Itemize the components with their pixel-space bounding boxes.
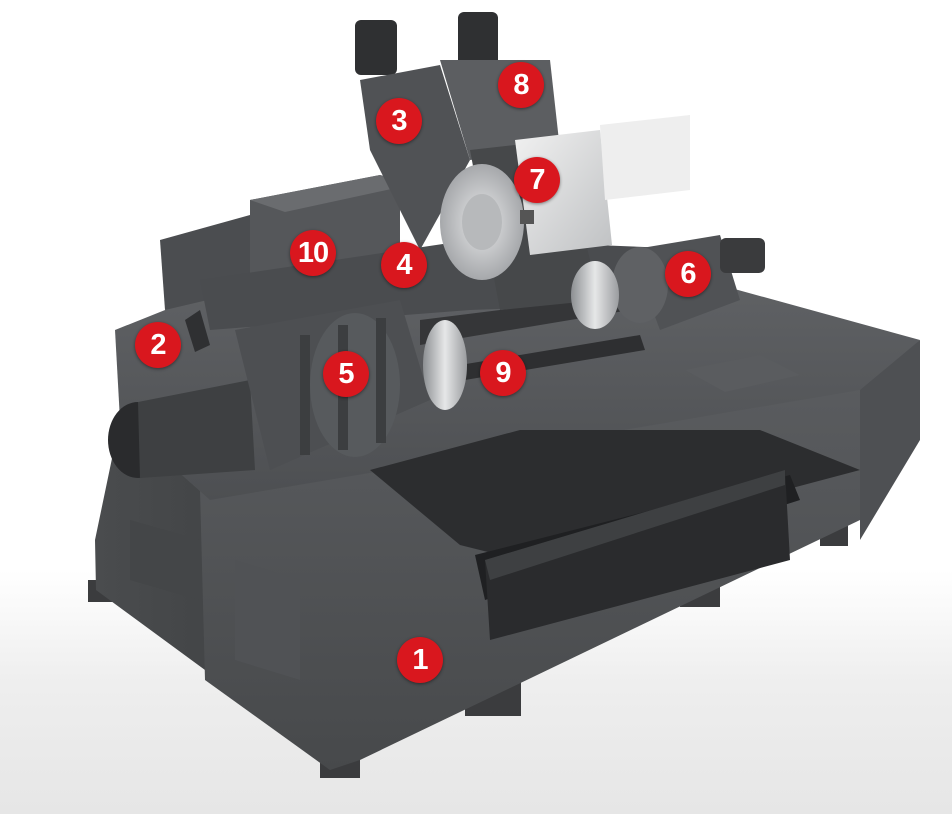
callout-5: 5 <box>323 351 369 397</box>
motor <box>458 12 498 67</box>
callout-4: 4 <box>381 242 427 288</box>
spindle-tube <box>138 380 255 478</box>
base-pad <box>685 355 800 392</box>
motor <box>355 20 397 75</box>
headstock-rib <box>376 318 386 443</box>
callout-8: 8 <box>498 62 544 108</box>
turret-disc-center <box>462 194 502 250</box>
sub-spindle-face <box>612 247 668 323</box>
callout-3: 3 <box>376 98 422 144</box>
callout-6: 6 <box>665 251 711 297</box>
callout-9: 9 <box>480 350 526 396</box>
callout-1: 1 <box>397 637 443 683</box>
callout-10: 10 <box>290 230 336 276</box>
base-front-window-edge <box>485 470 785 580</box>
chip-tray-opening <box>370 430 860 560</box>
rear-column-top <box>250 175 410 212</box>
base-left-face <box>95 420 330 770</box>
sub-chuck <box>571 261 619 329</box>
callout-7: 7 <box>514 157 560 203</box>
base-panel <box>130 520 200 600</box>
sub-spindle-motor <box>720 238 765 273</box>
coolant-nozzle <box>185 310 210 352</box>
headstock-rib <box>300 335 310 455</box>
cover-plate <box>600 115 690 200</box>
main-chuck <box>423 320 467 410</box>
base-panel <box>235 560 300 680</box>
base-front-window <box>485 470 790 640</box>
base-right-face <box>860 340 920 540</box>
callout-2: 2 <box>135 322 181 368</box>
tool-holder <box>520 210 534 224</box>
